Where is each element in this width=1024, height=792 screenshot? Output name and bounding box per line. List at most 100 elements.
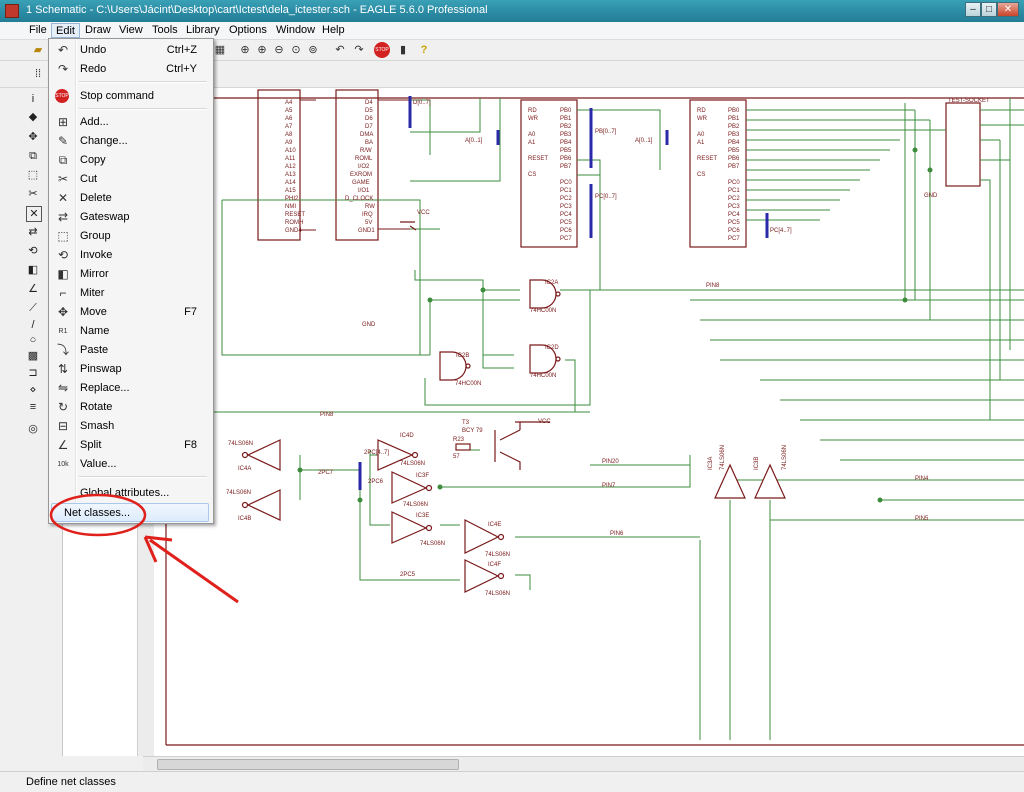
help-icon[interactable]: ?	[420, 44, 428, 56]
pinswap-tool-icon[interactable]: ⇄	[28, 226, 38, 238]
mirror-icon: ◧	[57, 267, 69, 281]
menu-item-undo[interactable]: ↶ Undo Ctrl+Z	[51, 41, 209, 60]
menu-item-replace[interactable]: ⇋ Replace...	[51, 379, 209, 398]
zoom-select-icon[interactable]: ⊚	[308, 44, 318, 56]
svg-text:PC0: PC0	[560, 180, 572, 186]
svg-text:ROML: ROML	[355, 156, 373, 162]
svg-text:74LS06N: 74LS06N	[485, 552, 510, 558]
svg-text:PC[0..7]: PC[0..7]	[595, 194, 617, 200]
bus-tool-icon[interactable]: ⊐	[28, 367, 38, 379]
menu-item-group[interactable]: ⬚ Group	[51, 227, 209, 246]
menu-item-mirror[interactable]: ◧ Mirror	[51, 265, 209, 284]
menu-item-miter[interactable]: ⌐ Miter	[51, 284, 209, 303]
split-tool-icon[interactable]: ∠	[28, 283, 38, 295]
svg-text:T3: T3	[462, 420, 470, 426]
grid-icon[interactable]: ⁞⁞	[34, 68, 42, 80]
circle-tool-icon[interactable]: ○	[29, 334, 37, 346]
fit-icon[interactable]: ▦	[214, 44, 226, 56]
zoom-in-icon[interactable]: ⊕	[257, 44, 267, 56]
close-button[interactable]: ✕	[997, 2, 1019, 17]
horizontal-scroll-thumb[interactable]	[157, 759, 459, 770]
menu-item-name[interactable]: R1 Name	[51, 322, 209, 341]
svg-text:D7: D7	[365, 124, 373, 130]
menu-edit[interactable]: Edit	[51, 23, 80, 38]
menu-draw[interactable]: Draw	[85, 24, 111, 36]
menu-gutter	[75, 41, 77, 519]
menu-item-change[interactable]: ✎ Change...	[51, 132, 209, 151]
menu-item-split[interactable]: ∠ Split F8	[51, 436, 209, 455]
menu-help[interactable]: Help	[322, 24, 345, 36]
menu-item-stop-command[interactable]: STOP Stop command	[55, 89, 154, 103]
svg-text:PIN20: PIN20	[602, 459, 619, 465]
menu-item-global-attributes[interactable]: Global attributes...	[80, 487, 170, 499]
menu-item-value[interactable]: 10k Value...	[51, 455, 209, 474]
menu-file[interactable]: File	[29, 24, 47, 36]
zoom-out-icon[interactable]: ⊖	[274, 44, 284, 56]
minimize-button[interactable]: –	[965, 2, 981, 17]
line-tool-icon[interactable]: /	[31, 319, 35, 331]
svg-text:RESET: RESET	[697, 156, 717, 162]
undo-toolbar-icon[interactable]: ↶	[335, 44, 345, 56]
open-icon[interactable]: ▰	[33, 44, 43, 56]
junction-tool-icon[interactable]: ⋄	[29, 384, 37, 396]
menu-options[interactable]: Options	[229, 24, 267, 36]
menu-item-redo[interactable]: ↷ Redo Ctrl+Y	[51, 60, 209, 79]
wire-tool-icon[interactable]: ⟋	[29, 302, 37, 314]
menu-item-rotate[interactable]: ↻ Rotate	[51, 398, 209, 417]
svg-text:PB0: PB0	[560, 108, 572, 114]
gateswap-tool-icon[interactable]: ⟲	[28, 245, 38, 257]
pinswap-icon: ⇅	[57, 362, 69, 376]
menu-item-gateswap[interactable]: ⇄ Gateswap	[51, 208, 209, 227]
menu-item-pinswap[interactable]: ⇅ Pinswap	[51, 360, 209, 379]
rect-tool-icon[interactable]: ▩	[27, 350, 39, 362]
svg-text:74HC00N: 74HC00N	[530, 373, 556, 379]
window-title: 1 Schematic - C:\Users\Jácint\Desktop\ca…	[26, 4, 488, 16]
copy-tool-icon[interactable]: ⧉	[29, 150, 37, 162]
menu-item-smash[interactable]: ⊟ Smash	[51, 417, 209, 436]
svg-text:RESET: RESET	[285, 212, 305, 218]
svg-text:PB0: PB0	[728, 108, 740, 114]
redo-toolbar-icon[interactable]: ↷	[354, 44, 364, 56]
menu-item-move[interactable]: ✥ Move F7	[51, 303, 209, 322]
delete-tool-icon[interactable]: ✕	[26, 206, 42, 222]
menu-item-net-classes[interactable]: Net classes...	[51, 503, 209, 522]
attribute-tool-icon[interactable]: ≡	[29, 401, 37, 413]
go-icon[interactable]: ▮	[399, 44, 407, 56]
svg-text:PC0: PC0	[728, 180, 740, 186]
zoom-redraw-icon[interactable]: ⊙	[291, 44, 301, 56]
copy-icon: ⧉	[58, 153, 68, 167]
svg-text:RESET: RESET	[528, 156, 548, 162]
horizontal-scrollbar[interactable]	[143, 756, 1024, 771]
menu-item-add[interactable]: ⊞ Add...	[51, 113, 209, 132]
layer-icon[interactable]: ◆	[28, 111, 38, 123]
menu-window[interactable]: Window	[276, 24, 316, 36]
miter-icon: ⌐	[59, 286, 67, 300]
menu-library[interactable]: Library	[186, 24, 220, 36]
group-tool-icon[interactable]: ⬚	[27, 169, 39, 181]
svg-text:A11: A11	[285, 156, 296, 162]
info-icon[interactable]: i	[31, 93, 35, 105]
svg-text:PB2: PB2	[728, 124, 740, 130]
menu-item-paste[interactable]: ⤵ Paste	[56, 343, 109, 357]
errc-tool-icon[interactable]: ◎	[28, 423, 38, 435]
cut-tool-icon[interactable]: ✂	[28, 188, 38, 200]
stop-toolbar-icon[interactable]: STOP	[374, 42, 390, 58]
svg-text:EXROM: EXROM	[350, 172, 372, 178]
menu-tools[interactable]: Tools	[152, 24, 178, 36]
svg-text:A0: A0	[528, 132, 536, 138]
svg-text:I/O2: I/O2	[358, 164, 370, 170]
svg-text:A10: A10	[285, 148, 296, 154]
move-tool-icon[interactable]: ✥	[28, 131, 38, 143]
svg-text:IRQ: IRQ	[362, 212, 373, 218]
menu-item-copy[interactable]: ⧉ Copy	[51, 151, 209, 170]
replace-tool-icon[interactable]: ◧	[27, 264, 39, 276]
menu-item-invoke[interactable]: ⟲ Invoke	[51, 246, 209, 265]
menu-item-cut[interactable]: ✂ Cut	[51, 170, 209, 189]
menu-item-delete[interactable]: ✕ Delete	[51, 189, 209, 208]
maximize-button[interactable]: □	[981, 2, 997, 17]
zoom-window-icon[interactable]: ⊕	[240, 44, 250, 56]
menu-view[interactable]: View	[119, 24, 143, 36]
svg-text:IC2B: IC2B	[456, 353, 469, 359]
svg-text:A[0..1]: A[0..1]	[465, 138, 483, 144]
